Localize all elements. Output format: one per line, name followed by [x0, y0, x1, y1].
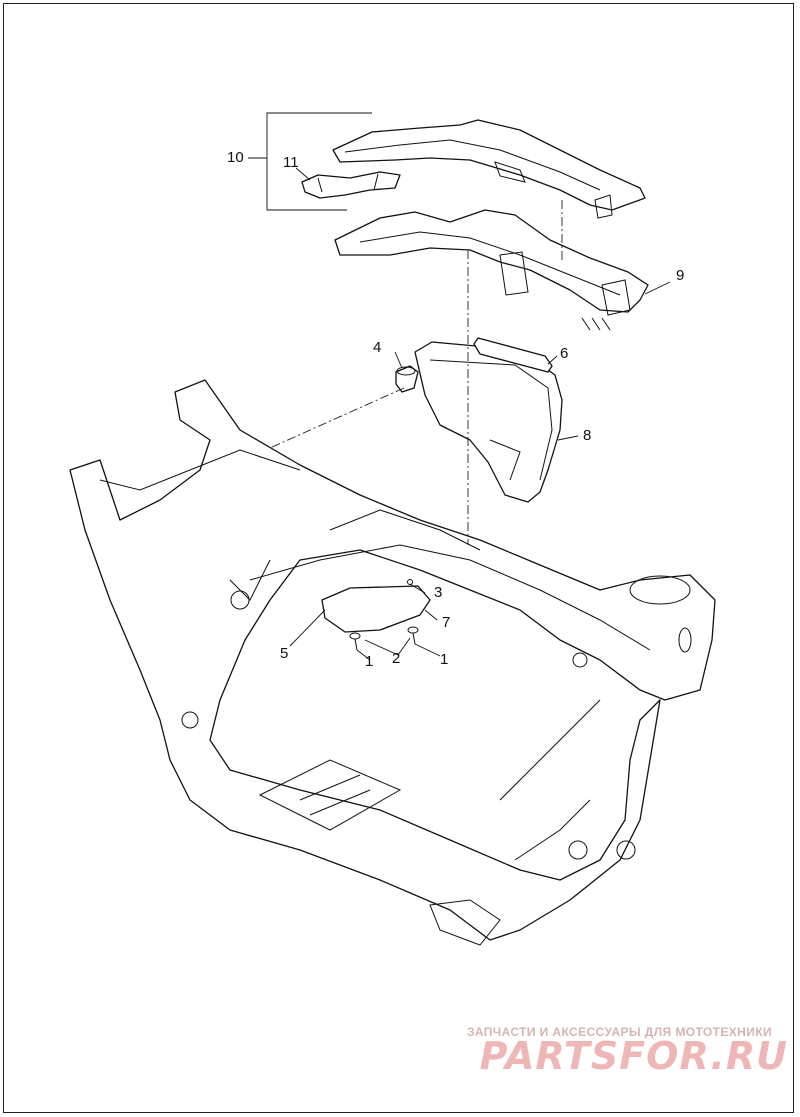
- watermark-tagline: ЗАПЧАСТИ И АКСЕССУАРЫ ДЛЯ МОТОТЕХНИКИ: [466, 1025, 772, 1039]
- callout-4: 5: [280, 645, 289, 662]
- small-cover-plate: [321, 585, 431, 633]
- fasteners: [349, 579, 419, 651]
- callout-10: 10: [227, 149, 244, 166]
- callout-11: 11: [283, 154, 299, 171]
- callout-3: 3: [434, 584, 443, 601]
- callout-5: 4: [373, 339, 382, 356]
- lower-wiring-bracket: [334, 209, 649, 331]
- callout-1-right: 1: [440, 651, 449, 668]
- callout-2: 2: [392, 650, 401, 667]
- callout-1-left: 1: [365, 653, 374, 670]
- leader-lines: [289, 167, 671, 661]
- assembly-bracket-10: [248, 112, 372, 211]
- watermark-brand: PARTSFOR.RU: [479, 1034, 788, 1078]
- clip-part-11: [301, 171, 401, 199]
- diagram-border: [3, 3, 794, 1113]
- callout-8: 8: [583, 427, 592, 444]
- motorcycle-frame: [69, 379, 716, 946]
- seal-strip: [473, 337, 553, 373]
- grommet: [395, 365, 419, 393]
- callout-9: 9: [676, 267, 685, 284]
- upper-wiring-bracket: [332, 119, 646, 219]
- alignment-lines: [269, 200, 563, 545]
- callout-7: 7: [442, 614, 451, 631]
- callout-6: 6: [560, 345, 569, 362]
- side-cover: [414, 341, 563, 503]
